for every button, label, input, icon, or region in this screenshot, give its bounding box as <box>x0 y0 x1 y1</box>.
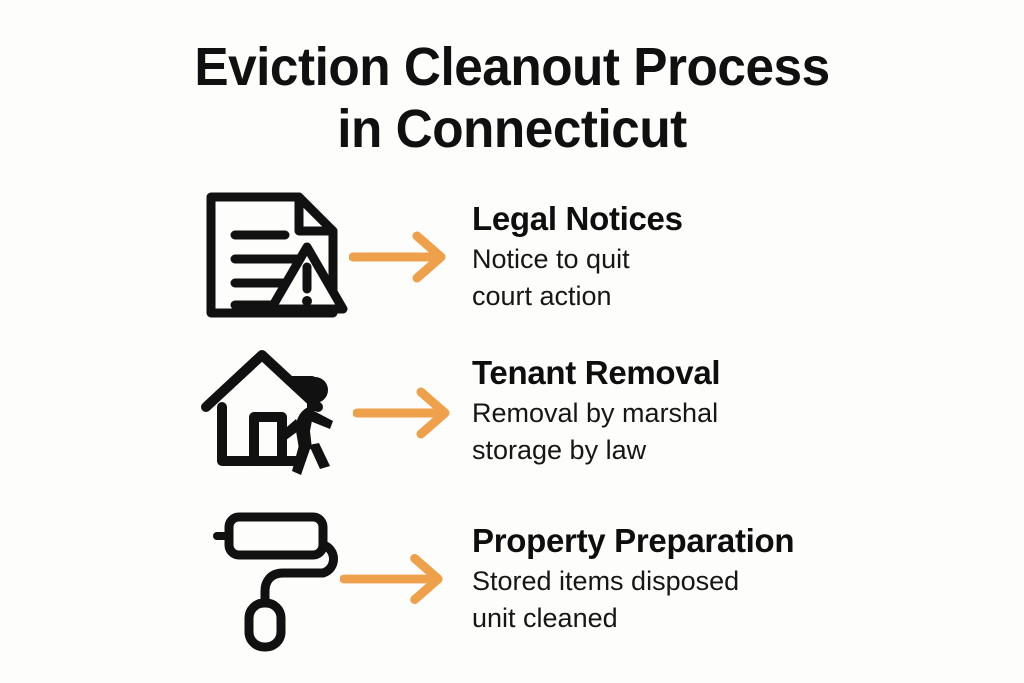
document-warning-icon <box>206 192 348 318</box>
step-heading: Tenant Removal <box>472 354 721 391</box>
step-arrow-cell <box>350 387 460 439</box>
step-description-line: court action <box>472 281 612 311</box>
process-steps-list: Legal Notices Notice to quit court actio… <box>0 176 1024 652</box>
step-icon-cell <box>198 185 348 325</box>
step-heading: Legal Notices <box>472 200 683 237</box>
page-title-line-2: in Connecticut <box>337 99 687 159</box>
step-arrow-cell <box>340 553 450 605</box>
process-step-row: Tenant Removal Removal by marshal storag… <box>0 334 1024 492</box>
step-description-line: Notice to quit <box>472 244 630 274</box>
paint-roller-icon <box>213 512 338 652</box>
step-icon-cell <box>198 343 348 483</box>
process-step-row: Legal Notices Notice to quit court actio… <box>0 176 1024 334</box>
page-title: Eviction Cleanout Process in Connecticut <box>0 36 1024 160</box>
arrow-right-icon <box>349 231 446 283</box>
step-text-cell: Property Preparation Stored items dispos… <box>458 521 1024 637</box>
step-description-line: Removal by marshal <box>472 398 719 428</box>
process-step-row: Property Preparation Stored items dispos… <box>0 492 1024 652</box>
arrow-right-icon <box>353 387 450 439</box>
house-person-leaving-icon <box>201 350 333 475</box>
step-icon-cell <box>198 509 348 652</box>
step-arrow-cell <box>346 231 456 283</box>
step-text-cell: Legal Notices Notice to quit court actio… <box>458 199 1024 315</box>
step-description-line: Stored items disposed <box>472 566 740 596</box>
step-text-cell: Tenant Removal Removal by marshal storag… <box>458 353 1024 469</box>
arrow-right-icon <box>340 553 443 605</box>
step-heading: Property Preparation <box>472 522 795 559</box>
step-description-line: unit cleaned <box>472 603 618 633</box>
page-title-line-1: Eviction Cleanout Process <box>194 37 830 97</box>
step-description-line: storage by law <box>472 435 647 465</box>
